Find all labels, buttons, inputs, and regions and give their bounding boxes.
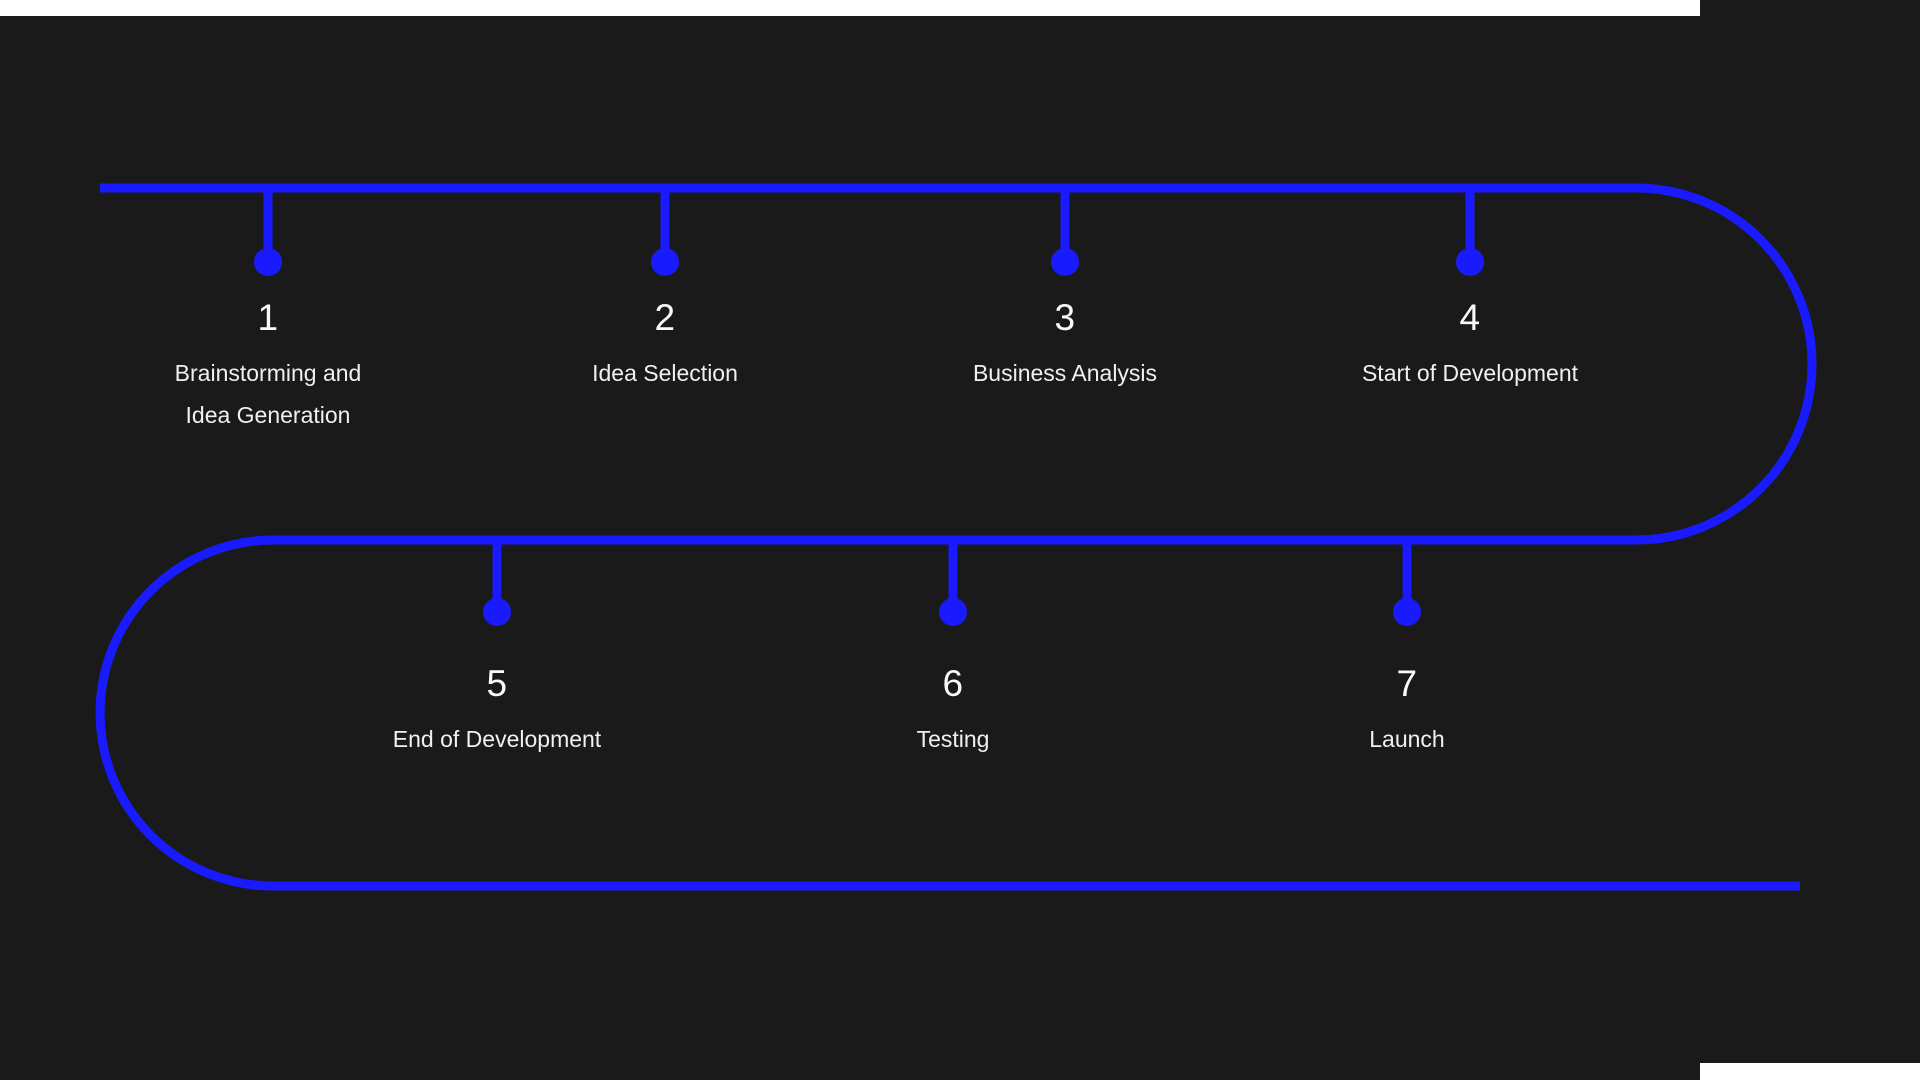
step-number: 4 <box>1459 297 1481 338</box>
timeline-node-group <box>254 248 1484 626</box>
step-title: Launch <box>1369 726 1445 752</box>
step-title: Business Analysis <box>972 360 1158 386</box>
step-number: 7 <box>1396 663 1418 704</box>
step-number: 6 <box>942 663 964 704</box>
step-title: End of Development <box>392 726 602 752</box>
timeline-node-dot[interactable] <box>1393 598 1421 626</box>
timeline-node-dot[interactable] <box>1051 248 1079 276</box>
step-title: Testing <box>916 726 990 752</box>
step-title: Start of Development <box>1361 360 1579 386</box>
timeline-node-dot[interactable] <box>1456 248 1484 276</box>
timeline-branch-group <box>263 190 1475 612</box>
timeline-node-dot[interactable] <box>939 598 967 626</box>
timeline-node-dot[interactable] <box>254 248 282 276</box>
step-number: 1 <box>257 297 279 338</box>
page-margin-bottom <box>1700 1063 1920 1080</box>
step-title: Idea Selection <box>592 360 738 386</box>
step-title: Brainstorming and Idea Generation <box>174 360 362 428</box>
step-number: 3 <box>1054 297 1076 338</box>
step-number: 2 <box>654 297 676 338</box>
timeline-node-dot[interactable] <box>651 248 679 276</box>
step-number: 5 <box>486 663 508 704</box>
page-margin-top <box>0 0 1700 16</box>
timeline-node-dot[interactable] <box>483 598 511 626</box>
timeline-line-group <box>95 183 1817 891</box>
timeline-main-path <box>95 183 1817 891</box>
